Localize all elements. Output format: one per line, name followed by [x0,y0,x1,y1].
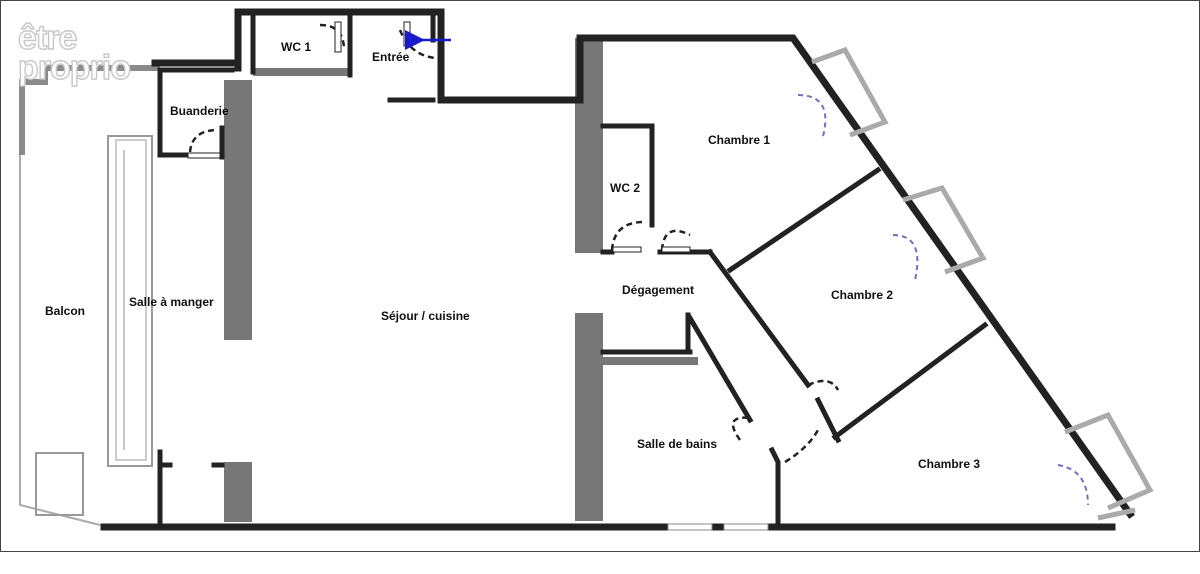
logo: être proprio [17,18,132,87]
balcony-outline [19,85,101,526]
label-balcon: Balcon [45,304,85,318]
label-salle-a-manger: Salle à manger [129,295,214,309]
label-chambre1: Chambre 1 [708,133,770,147]
label-chambre2: Chambre 2 [831,288,893,302]
label-wc2: WC 2 [610,181,640,195]
door-swings [188,23,840,464]
label-salle-de-bains: Salle de bains [637,437,717,451]
room-labels: WC 1 Entrée Buanderie Chambre 1 WC 2 Dég… [45,40,980,471]
balcony-railing [19,65,160,155]
label-entree: Entrée [372,50,410,64]
diagonal-windows [811,46,1154,521]
label-degagement: Dégagement [622,283,694,297]
balcony-box [35,452,84,516]
logo-line2: proprio [18,49,130,87]
label-wc1: WC 1 [281,40,311,54]
label-chambre3: Chambre 3 [918,457,980,471]
logo-line1: être [18,19,76,57]
diagonal-window-swings [797,94,1089,506]
bottom-windows [667,523,769,531]
dining-window [107,135,153,467]
label-buanderie: Buanderie [170,104,229,118]
label-sejour-cuisine: Séjour / cuisine [381,309,470,323]
partition-walls [224,38,698,522]
interior-walls [157,11,989,525]
exterior-walls [100,8,1135,531]
